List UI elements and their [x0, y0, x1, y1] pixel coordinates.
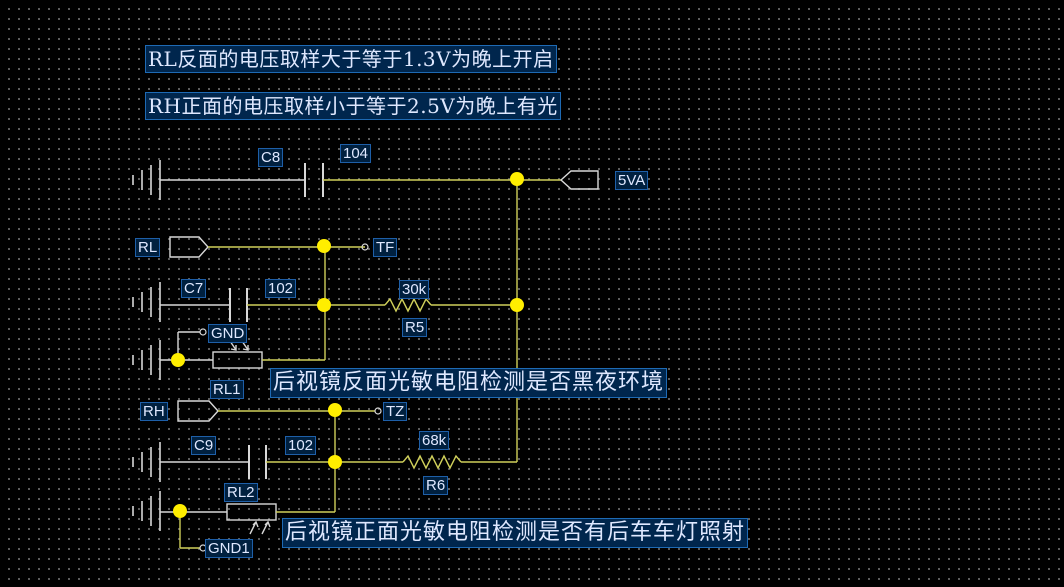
rl2-description: 后视镜正面光敏电阻检测是否有后车车灯照射 — [281, 518, 749, 548]
net-gnd-label: GND — [207, 324, 248, 343]
net-rh-label: RH — [140, 402, 168, 421]
c8-value-label: 104 — [339, 144, 372, 163]
r6-ref-label: R6 — [422, 476, 449, 495]
net-5va-label: 5VA — [614, 171, 649, 190]
c9-value-label: 102 — [284, 436, 317, 455]
rl2-ref-label: RL2 — [224, 483, 258, 502]
r5-value-label: 30k — [398, 280, 430, 299]
net-rl-label: RL — [134, 238, 161, 257]
c7-value-label: 102 — [264, 279, 297, 298]
c7-ref-label: C7 — [180, 279, 207, 298]
junctions — [171, 172, 524, 518]
rl1-ref-label: RL1 — [210, 380, 244, 399]
c8-ref-label: C8 — [257, 148, 284, 167]
r5-ref-label: R5 — [401, 318, 428, 337]
c7-row — [160, 288, 517, 322]
rh-row — [177, 400, 382, 512]
rl-threshold-note: RL反面的电压取样大于等于1.3V为晚上开启 — [145, 45, 557, 73]
net-gnd1-label: GND1 — [205, 539, 253, 558]
rl-row — [169, 236, 369, 360]
rl1-description: 后视镜反面光敏电阻检测是否黑夜环境 — [269, 368, 668, 398]
net-tf-label: TF — [372, 238, 398, 257]
rh-threshold-note: RH正面的电压取样小于等于2.5V为晚上有光 — [145, 92, 561, 120]
ground-symbols — [132, 160, 161, 531]
rl1-row — [160, 328, 325, 369]
net-tz-label: TZ — [382, 402, 408, 421]
r6-value-label: 68k — [418, 431, 450, 450]
c9-ref-label: C9 — [190, 436, 217, 455]
c8-row — [160, 163, 599, 462]
